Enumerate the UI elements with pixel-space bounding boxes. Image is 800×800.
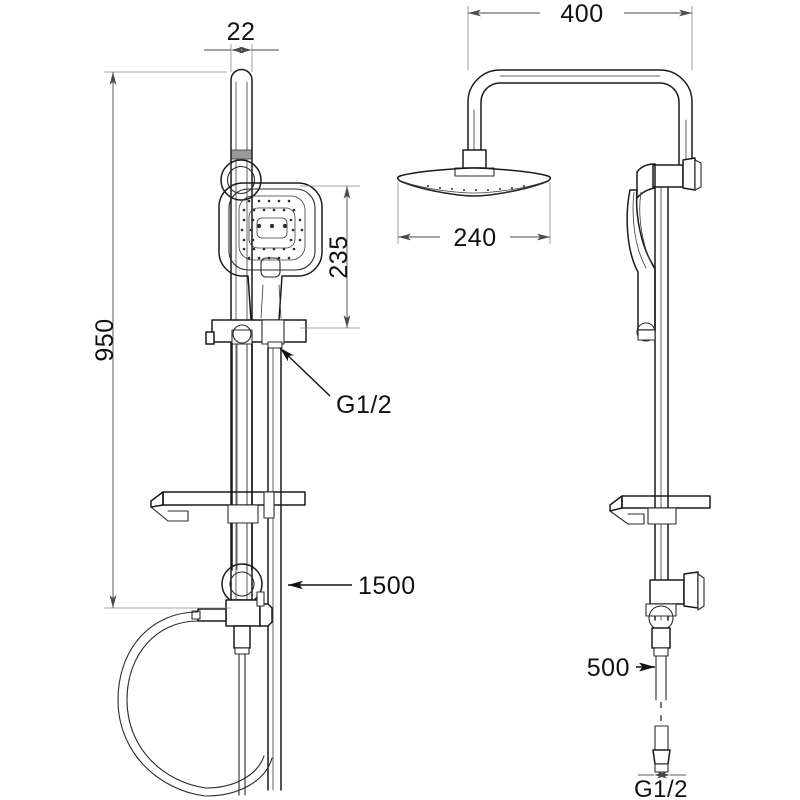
arm-head-coupler [454,149,495,177]
mixer-valve-side [645,571,705,657]
handshower-side [626,189,656,342]
dimension-235: 235 [300,185,360,329]
callout-label-g12-inlet: G1/2 [336,391,392,419]
callout-g12-inlet: G1/2 [279,347,392,419]
dimension-950: 950 [91,71,231,609]
callout-g12-hose: G1/2 [634,771,688,800]
handshower-holder-ring [220,159,262,201]
callout-label-1500: 1500 [358,572,416,600]
callout-1500: 1500 [288,572,416,600]
front-elevation-view [117,68,323,797]
dimension-400: 400 [467,0,693,70]
nozzle-dots [240,199,304,260]
shower-arm [467,69,693,173]
riser-pipe-front [231,343,282,791]
dim-label-22: 22 [227,18,256,46]
callout-500: 500 [587,654,655,682]
side-elevation-view [397,69,711,773]
callout-label-500: 500 [587,654,630,682]
diverter-body [205,319,307,349]
shelf-tray [150,491,306,524]
dimension-240: 240 [397,182,551,252]
handshower-holder-side [636,157,702,199]
flexible-hose [117,611,273,797]
dim-label-400: 400 [560,0,603,28]
mixer-valve [191,563,273,796]
handshower [218,182,323,330]
dim-label-950: 950 [91,318,119,361]
dim-label-240: 240 [453,224,496,252]
riser-pipe-side [654,171,669,621]
dimension-22: 22 [204,18,279,72]
rain-head [397,167,551,197]
rain-head-nozzles [427,185,525,191]
hose-connector [652,655,671,773]
callout-label-g12-hose: G1/2 [634,776,688,800]
dim-label-235: 235 [325,235,353,278]
shelf-tray-side [609,495,711,525]
